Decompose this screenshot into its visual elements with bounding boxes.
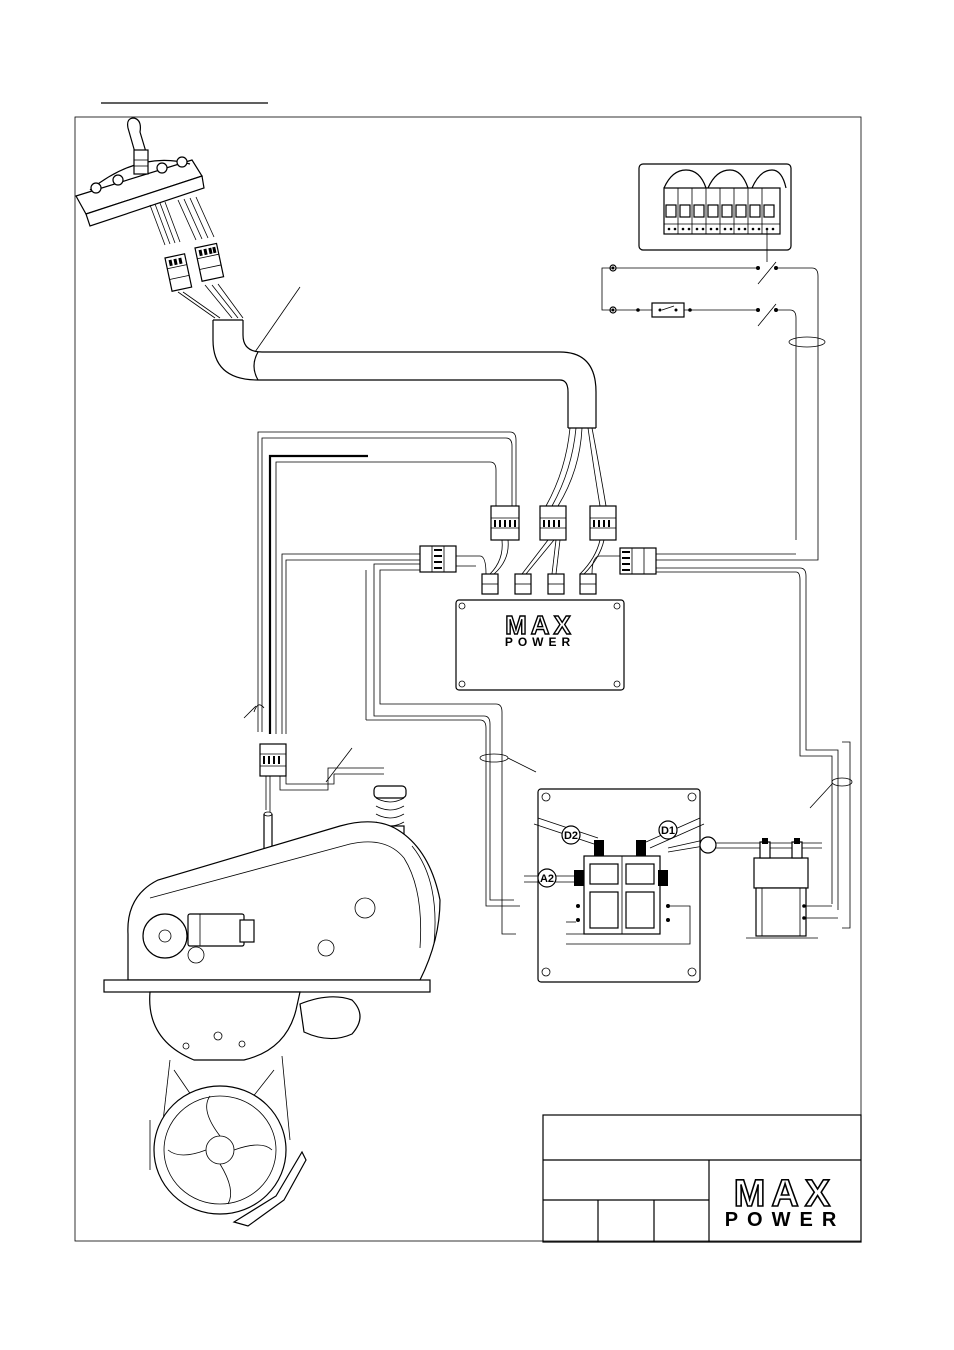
- joystick-harness: [150, 197, 243, 318]
- thruster-motor: [104, 786, 440, 1226]
- contactor-box: D2 D1 A2: [524, 789, 704, 982]
- controller-box: MAX POWER: [456, 600, 624, 690]
- connector-block-left: [420, 546, 456, 572]
- connector-thruster: [260, 744, 286, 776]
- connector-block-right: [620, 548, 656, 574]
- connector-joystick-a: [165, 254, 192, 291]
- leader-joystick-cable: [255, 287, 300, 352]
- contactor-label-d2: D2: [564, 830, 578, 842]
- connector-joystick-b: [195, 243, 224, 281]
- connector-block-3: [590, 506, 616, 540]
- main-relay: [700, 742, 852, 938]
- battery-isolator-panel: [639, 164, 791, 262]
- title-block: MAX POWER: [543, 1115, 861, 1242]
- contactor-label-d1: D1: [661, 825, 675, 837]
- joystick-panel: [76, 118, 204, 226]
- connector-block-2: [540, 506, 566, 540]
- controller-brand-bottom: POWER: [505, 635, 575, 649]
- battery-circuit: [602, 262, 825, 548]
- cable-glands: [482, 574, 596, 594]
- connector-block-1: [491, 506, 519, 540]
- title-block-logo-bottom: POWER: [725, 1209, 846, 1231]
- main-cable-conduit: [213, 320, 596, 428]
- contactor-label-a2: A2: [540, 873, 554, 885]
